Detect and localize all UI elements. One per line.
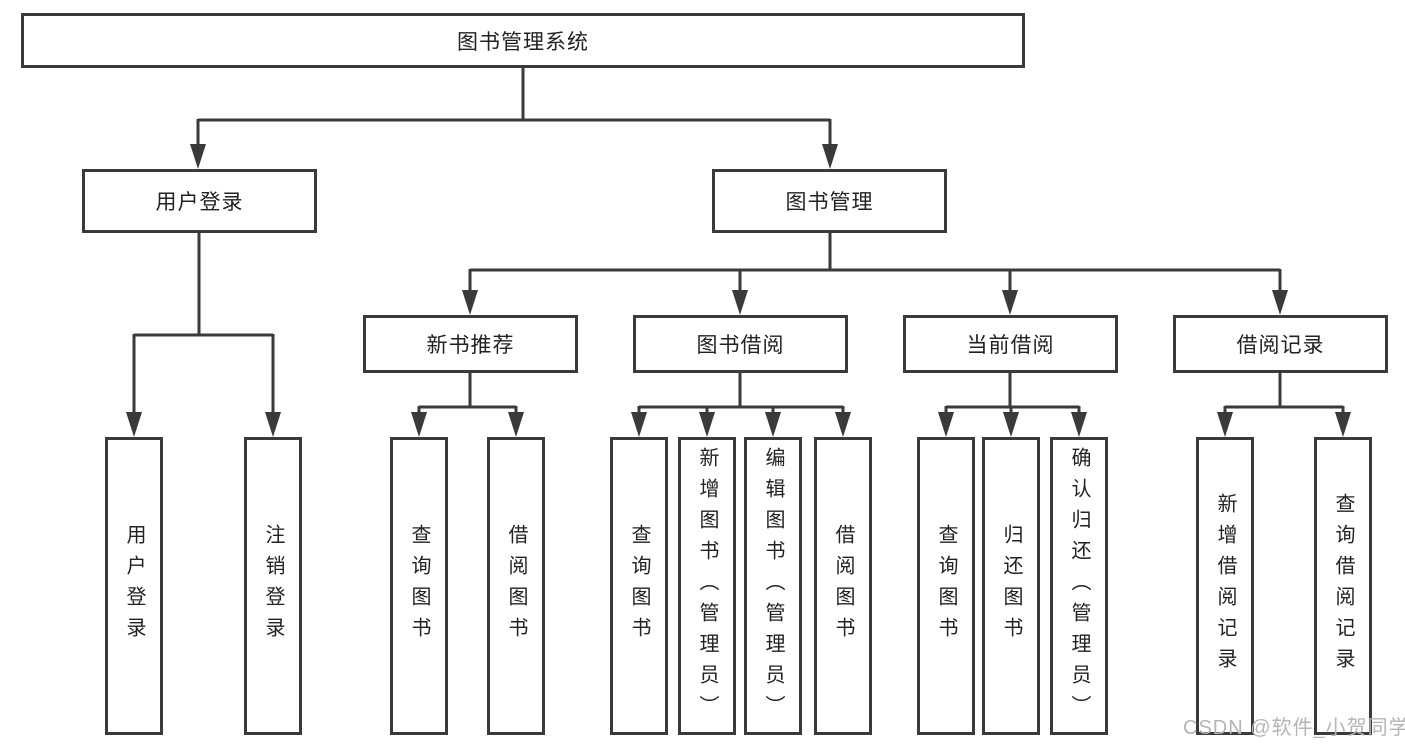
node-new-book-recommend-label: 新书推荐 xyxy=(426,334,515,357)
leaf-logout-label: 注销登录 xyxy=(262,524,284,648)
node-user-login: 用户登录 xyxy=(82,169,317,233)
node-book-borrowing-label: 图书借阅 xyxy=(696,334,785,357)
node-borrowing-records: 借阅记录 xyxy=(1173,315,1388,373)
node-current-borrowing-label: 当前借阅 xyxy=(966,334,1055,357)
leaf-cb-return-book: 归还图书 xyxy=(982,437,1040,735)
node-book-borrowing: 图书借阅 xyxy=(633,315,848,373)
leaf-cb-return-book-label: 归还图书 xyxy=(1000,524,1022,648)
node-new-book-recommend: 新书推荐 xyxy=(363,315,578,373)
leaf-cb-confirm-return-admin: 确认归还（管理员） xyxy=(1050,437,1108,735)
connector-book-borrowing-to-leaves xyxy=(631,373,851,437)
connector-root-to-level2 xyxy=(190,68,838,169)
leaf-bb-query-book-label: 查询图书 xyxy=(628,524,650,648)
leaf-nbr-query-book: 查询图书 xyxy=(390,437,448,735)
leaf-cb-query-book: 查询图书 xyxy=(917,437,975,735)
connector-user-login-to-leaves xyxy=(126,233,281,437)
connector-book-management-to-level3 xyxy=(462,233,1288,315)
leaf-user-login: 用户登录 xyxy=(105,437,163,735)
leaf-bb-borrow-book: 借阅图书 xyxy=(814,437,872,735)
leaf-br-query-record-label: 查询借阅记录 xyxy=(1332,493,1354,679)
node-book-management-label: 图书管理 xyxy=(785,191,874,214)
node-book-management: 图书管理 xyxy=(712,169,947,233)
watermark: CSDN @软件_小贺同学 xyxy=(1183,717,1405,739)
node-root: 图书管理系统 xyxy=(21,13,1025,68)
leaf-bb-add-book-admin-label: 新增图书（管理员） xyxy=(696,446,718,726)
connector-new-book-recommend-to-leaves xyxy=(411,373,524,437)
leaf-nbr-query-book-label: 查询图书 xyxy=(408,524,430,648)
leaf-cb-confirm-return-admin-label: 确认归还（管理员） xyxy=(1068,446,1090,726)
leaf-br-add-record: 新增借阅记录 xyxy=(1196,437,1254,735)
leaf-bb-query-book: 查询图书 xyxy=(610,437,668,735)
connector-borrowing-records-to-leaves xyxy=(1217,373,1351,437)
node-user-login-label: 用户登录 xyxy=(155,191,244,214)
node-borrowing-records-label: 借阅记录 xyxy=(1236,334,1325,357)
connector-current-borrowing-to-leaves xyxy=(938,373,1087,437)
leaf-br-add-record-label: 新增借阅记录 xyxy=(1214,493,1236,679)
leaf-bb-borrow-book-label: 借阅图书 xyxy=(832,524,854,648)
leaf-br-query-record: 查询借阅记录 xyxy=(1314,437,1372,735)
leaf-logout: 注销登录 xyxy=(244,437,302,735)
leaf-bb-edit-book-admin-label: 编辑图书（管理员） xyxy=(762,446,784,726)
leaf-nbr-borrow-book-label: 借阅图书 xyxy=(505,524,527,648)
node-current-borrowing: 当前借阅 xyxy=(903,315,1118,373)
leaf-nbr-borrow-book: 借阅图书 xyxy=(487,437,545,735)
leaf-user-login-label: 用户登录 xyxy=(123,524,145,648)
node-root-label: 图书管理系统 xyxy=(457,30,589,54)
leaf-bb-add-book-admin: 新增图书（管理员） xyxy=(678,437,736,735)
leaf-cb-query-book-label: 查询图书 xyxy=(935,524,957,648)
leaf-bb-edit-book-admin: 编辑图书（管理员） xyxy=(744,437,802,735)
